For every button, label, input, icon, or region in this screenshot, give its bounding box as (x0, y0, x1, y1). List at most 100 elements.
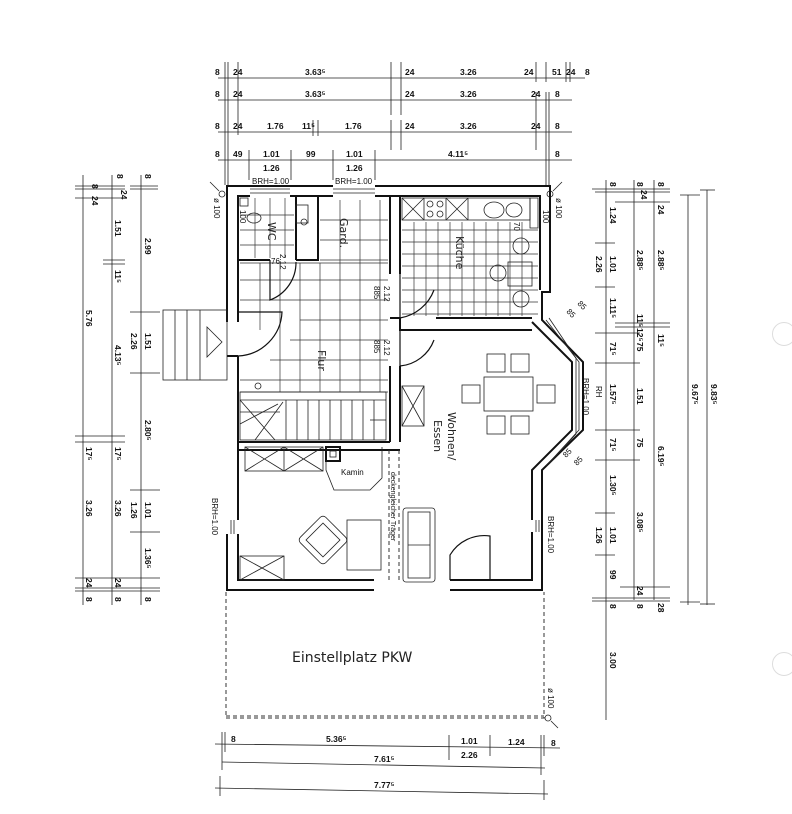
dim-top-r1-6: 51 (552, 67, 562, 77)
dim-right-c1-4: 1.11⁵ (608, 298, 618, 318)
dim-left-c1-0: 8 (90, 184, 100, 189)
dim-top-r3-5: 24 (405, 121, 415, 131)
dim-bottom-r1-sub: 2.26 (461, 750, 478, 760)
dim-top-r1-8: 8 (585, 67, 590, 77)
kitchen-70: 70 (512, 222, 521, 231)
dim-right-c3-0: 8 (656, 182, 666, 187)
dim-left-c2-0: 8 (115, 174, 125, 179)
dim-right-c3-1: 24 (656, 205, 666, 215)
arrow-entrance-icon (206, 326, 223, 358)
dim-left-c3-1: 2.99 (143, 238, 153, 255)
label-wc: WC (265, 222, 278, 241)
living-furniture (239, 353, 556, 583)
label-traeger: deckengleicher Träger (389, 472, 396, 542)
pipe-markers (209, 181, 563, 729)
dimensions-left: 8 24 5.76 17⁵ 3.26 24 8 8 24 1.51 11⁵ 4.… (75, 174, 160, 605)
dim-bottom-r1-2: 1.01 (461, 736, 478, 746)
dim-left-c3-8: 8 (143, 597, 153, 602)
dim-top-r2-4: 3.26 (460, 89, 477, 99)
dim-right-c2-2: 2.88⁵ (635, 250, 645, 271)
wc-window-width: 100 (238, 210, 247, 224)
dim-bottom-r1-3: 1.24 (508, 737, 525, 747)
dim-top-r4-1: 49 (233, 149, 243, 159)
rh-label: RH (594, 386, 603, 398)
dim-top-r2-3: 24 (405, 89, 415, 99)
dim-bottom-r3: 7.77⁵ (374, 780, 395, 790)
dimensions-right: 8 1.24 1.01 2.26 1.11⁵ 71⁵ 1.57⁵ 71⁵ 1.3… (592, 180, 719, 720)
dim-top-r1-5: 24 (524, 67, 534, 77)
dim-left-c1-6: 8 (84, 597, 94, 602)
dim-right-c2-3: 11⁵ (635, 314, 645, 327)
punch-hole-top (772, 322, 792, 346)
terrace-door (449, 534, 491, 580)
dim-top-r1-0: 8 (215, 67, 220, 77)
dim-right-c1-2: 1.01 (608, 256, 618, 273)
dim-left-c2-2: 1.51 (113, 220, 123, 237)
dim-right-c4-0: 9.67⁵ (690, 384, 700, 405)
dim-top-r2-6: 8 (555, 89, 560, 99)
dim-top-r2-0: 8 (215, 89, 220, 99)
dim-top-r1-3: 24 (405, 67, 415, 77)
dim-top-r3-8: 8 (555, 121, 560, 131)
label-flur: Flur (315, 350, 328, 371)
dim-top-r4-6: 8 (555, 149, 560, 159)
dim-right-c2-0: 8 (635, 182, 645, 187)
dim-right-c2-7: 75 (635, 438, 645, 448)
pipe-tr: ø 100 (554, 198, 563, 219)
kitchen-fixtures (401, 197, 539, 308)
exterior-walls (226, 185, 584, 591)
dim-left-c1-2: 5.76 (84, 310, 94, 327)
entrance-steps (162, 309, 228, 381)
dim-right-c2-6: 1.51 (635, 388, 645, 405)
brh-top-left: BRH=1.00 (252, 177, 290, 186)
dim-bottom-r1-1: 5.36⁵ (326, 734, 347, 744)
dim-top-r4sub-0: 1.26 (263, 163, 280, 173)
dim-top-r1-2: 3.63⁵ (305, 67, 326, 77)
dim-right-c1-1: 1.24 (608, 207, 618, 224)
door-wc (269, 260, 297, 301)
dim-right-c1-8: 1.30⁵ (608, 475, 618, 496)
dim-left-c3-7: 1.36⁵ (143, 548, 153, 569)
dim-right-c3-5: 28 (656, 603, 666, 613)
dim-top-r2-5: 24 (531, 89, 541, 99)
label-gard: Gard. (337, 218, 350, 248)
dim-left-c3-4: 2.80⁵ (143, 420, 153, 441)
label-kueche: Küche (453, 236, 466, 270)
dim-left-c3-6: 1.26 (129, 502, 139, 519)
pipe-br: ø 100 (546, 688, 555, 709)
dim-right-c1-3: 2.26 (594, 256, 604, 273)
door-wohn-width: 885 (372, 340, 381, 354)
dim-left-c1-4: 3.26 (84, 500, 94, 517)
door-wohnen (399, 330, 435, 367)
dim-right-c1-12: 8 (608, 604, 618, 609)
dim-left-c3-5: 1.01 (143, 502, 153, 519)
dimensions-bottom: 8 5.36⁵ 1.01 1.24 8 2.26 7.61⁵ 7.77⁵ (214, 732, 561, 800)
brh-top-mid: BRH=1.00 (335, 177, 373, 186)
dim-left-c2-5: 17⁵ (113, 447, 123, 460)
dim-bottom-r1-4: 8 (551, 738, 556, 748)
dim-top-r3-0: 8 (215, 121, 220, 131)
dim-top-r4-3: 99 (306, 149, 316, 159)
dim-top-r1-4: 3.26 (460, 67, 477, 77)
door-gard-height: 2.12 (382, 286, 391, 302)
dim-right-c1-5: 71⁵ (608, 342, 618, 355)
dim-left-c1-1: 24 (90, 196, 100, 206)
dim-right-c2-8: 3.08⁵ (635, 512, 645, 533)
brh-left: BRH=1.00 (210, 498, 219, 536)
dim-top-r1-1: 24 (233, 67, 243, 77)
dim-right-c2-1: 24 (639, 190, 649, 200)
kitchen-window-width: 100 (541, 210, 550, 224)
dim-right-c3-3: 11⁵ (656, 334, 666, 347)
room-labels: WC Gard. Küche Flur Wohnen/ Essen Kamin … (265, 218, 466, 666)
door-wc-width: 76 (271, 257, 280, 266)
bay-bot-b: 85 (572, 454, 585, 467)
dim-left-c1-3: 17⁵ (84, 447, 94, 460)
dim-bottom-r1-0: 8 (231, 734, 236, 744)
dim-top-r3-6: 3.26 (460, 121, 477, 131)
dim-top-r2-2: 3.63⁵ (305, 89, 326, 99)
dim-right-c1-0: 8 (608, 182, 618, 187)
dim-right-c1-13: 3.00 (608, 652, 618, 669)
bay-top-a: 85 (565, 307, 578, 320)
pipe-tl: ø 100 (212, 198, 221, 219)
